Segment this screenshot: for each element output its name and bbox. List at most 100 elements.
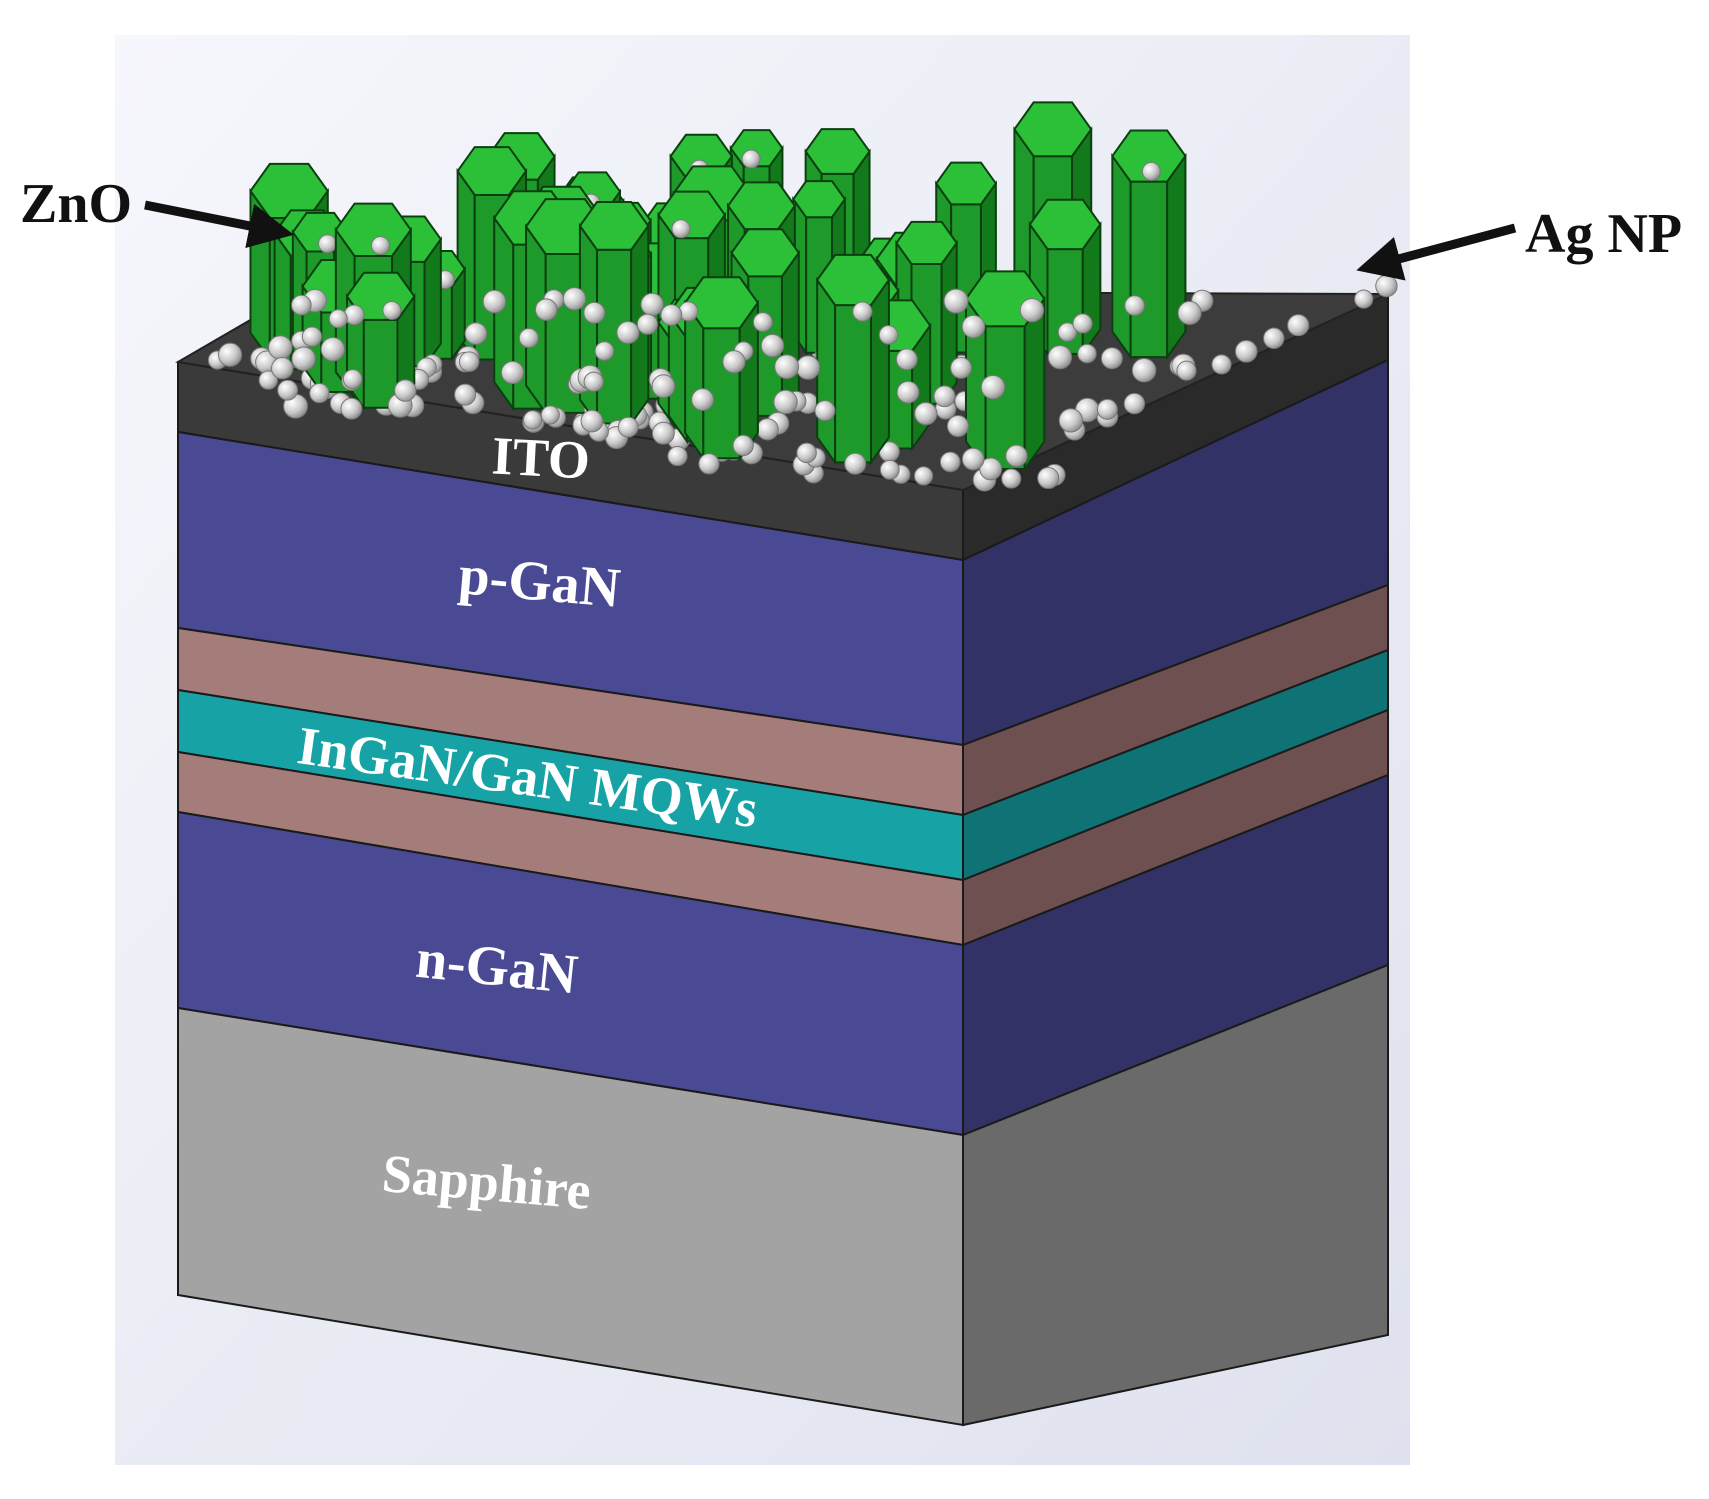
ag-particle xyxy=(1001,468,1022,489)
ag-particle xyxy=(1047,344,1073,370)
ag-particle xyxy=(852,301,873,322)
ag-particle xyxy=(1375,274,1398,298)
ag-particle xyxy=(732,434,754,457)
ag-particle xyxy=(895,348,918,371)
ag-particle xyxy=(1263,327,1285,349)
ag-particle xyxy=(1096,398,1118,420)
ag-particle xyxy=(795,355,821,380)
ag-particle xyxy=(844,452,867,475)
layer-side-faces xyxy=(962,292,1389,1427)
ag-particle xyxy=(522,410,543,430)
ag-particle xyxy=(583,301,606,324)
ag-particle xyxy=(1123,392,1146,415)
ag-particle xyxy=(878,325,899,345)
layer-front-faces xyxy=(177,360,964,1427)
ag-particle xyxy=(271,357,294,380)
ag-particle xyxy=(320,337,346,362)
ag-particle xyxy=(939,451,961,473)
ag-particle xyxy=(301,326,323,347)
ag-particle xyxy=(1211,354,1232,375)
ag-particle xyxy=(1234,340,1258,363)
ag-particle xyxy=(583,371,604,392)
ag-particle xyxy=(1287,314,1310,337)
ag-particle xyxy=(914,402,938,426)
zno-crystal xyxy=(964,270,1046,473)
ag-particle xyxy=(961,447,985,471)
zno-nanorods xyxy=(207,101,1398,492)
layer-label-ito: ITO xyxy=(490,425,591,490)
ag-particle xyxy=(756,418,779,441)
ag-particle xyxy=(814,400,836,422)
layer-side-sapphire xyxy=(962,963,1389,1427)
ag-particle xyxy=(896,380,920,404)
ag-particle xyxy=(698,453,720,475)
ag-particle xyxy=(1037,466,1060,490)
ag-particle xyxy=(268,335,293,360)
ag-particle xyxy=(518,327,539,349)
ag-particle xyxy=(660,304,683,326)
ag-particle xyxy=(980,374,1006,400)
ag-particle xyxy=(667,445,688,467)
callout-label-zno: ZnO xyxy=(20,173,132,235)
ag-particle xyxy=(1019,297,1045,323)
ag-particle xyxy=(760,333,785,358)
callout-label-ag-np: Ag NP xyxy=(1525,203,1682,265)
ag-particle xyxy=(796,442,817,464)
ag-particle xyxy=(691,388,715,412)
ag-particle xyxy=(562,287,587,311)
ag-particle xyxy=(343,304,365,326)
ag-particle xyxy=(1005,444,1028,468)
ag-particle xyxy=(454,383,477,406)
ag-particle xyxy=(1077,343,1097,364)
ag-particle xyxy=(950,356,972,379)
ag-particle xyxy=(482,289,507,314)
ag-particle xyxy=(1100,347,1123,370)
ag-particle xyxy=(943,288,969,314)
zno-crystal xyxy=(683,276,760,462)
ag-particle xyxy=(773,389,798,415)
ag-particle xyxy=(1131,357,1157,383)
ag-particle xyxy=(616,320,640,345)
ag-particle xyxy=(961,314,986,339)
ag-particle xyxy=(1141,161,1161,181)
ag-particle xyxy=(617,416,639,438)
ag-nanoparticles xyxy=(218,287,1214,473)
ag-particle xyxy=(540,405,560,425)
ag-particle xyxy=(879,459,900,480)
ag-particle xyxy=(580,409,604,433)
ag-particle xyxy=(371,236,391,256)
ag-particle xyxy=(291,294,312,316)
zno-crystal xyxy=(815,253,891,466)
ag-particle xyxy=(741,149,761,169)
ag-particle xyxy=(640,292,664,316)
ag-particle xyxy=(933,385,956,408)
ag-particle xyxy=(1057,322,1078,342)
ag-particle xyxy=(340,397,363,420)
ag-particle xyxy=(277,379,299,401)
ag-particle xyxy=(1124,295,1145,316)
ag-particle xyxy=(342,369,363,389)
ag-particle xyxy=(752,312,773,333)
ag-particle xyxy=(1177,300,1202,326)
ag-particle xyxy=(722,350,746,374)
layer-label-p-gan: p-GaN xyxy=(456,544,623,620)
ag-particle xyxy=(946,414,969,438)
ag-particle xyxy=(318,234,338,254)
ag-particle xyxy=(291,346,316,371)
ag-particle xyxy=(394,379,417,402)
ag-particle xyxy=(651,421,675,445)
ag-particle xyxy=(458,351,480,373)
ag-particle xyxy=(651,374,676,399)
ag-particle xyxy=(979,457,1003,481)
ag-particle xyxy=(636,313,659,335)
ag-particle xyxy=(328,309,348,329)
ag-particle xyxy=(1058,408,1084,433)
callout-arrow-ag-np xyxy=(1356,223,1517,281)
ag-particle xyxy=(594,341,615,361)
ag-particle xyxy=(774,354,800,380)
ag-particle xyxy=(1072,313,1093,334)
ag-particle xyxy=(534,298,558,321)
ag-particle xyxy=(258,370,279,390)
